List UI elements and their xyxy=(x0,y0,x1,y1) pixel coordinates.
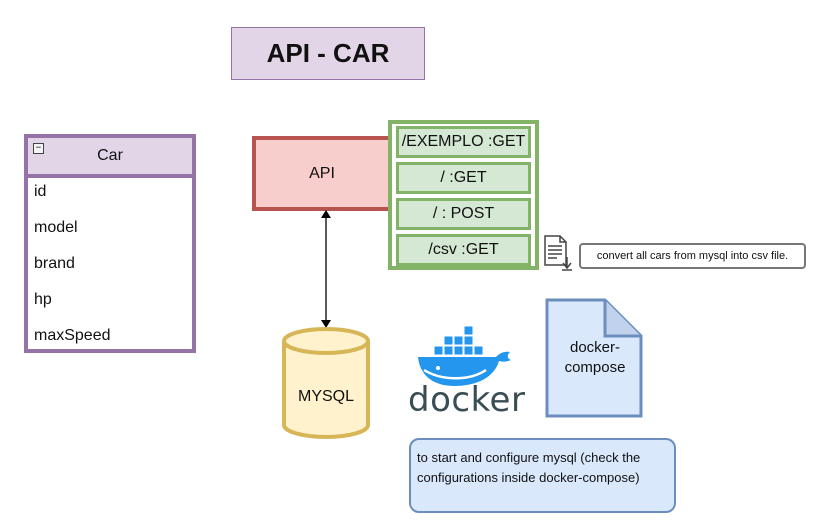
csv-note[interactable]: convert all cars from mysql into csv fil… xyxy=(579,243,806,269)
endpoint-label: /EXEMPLO :GET xyxy=(401,133,526,150)
csv-file-download-icon xyxy=(544,235,572,271)
docker-compose-document[interactable] xyxy=(545,298,644,418)
class-name: Car xyxy=(97,147,123,164)
class-header[interactable]: − Car xyxy=(28,138,192,178)
mysql-database-cylinder[interactable] xyxy=(280,325,372,441)
endpoints-group[interactable]: /EXEMPLO :GET / :GET / : POST /csv :GET xyxy=(388,120,539,270)
collapse-icon[interactable]: − xyxy=(33,143,44,154)
api-label: API xyxy=(309,164,335,182)
class-attribute: hp xyxy=(34,291,52,308)
docker-note[interactable]: to start and configure mysql (check the … xyxy=(409,438,676,513)
csv-note-text: convert all cars from mysql into csv fil… xyxy=(596,250,789,262)
endpoint-item[interactable]: / :GET xyxy=(396,162,531,194)
endpoint-item[interactable]: / : POST xyxy=(396,198,531,230)
class-attribute: id xyxy=(34,183,47,200)
mysql-label: MYSQL xyxy=(297,388,354,405)
docker-note-text: to start and configure mysql (check the … xyxy=(417,450,641,485)
docker-logo-text: docker xyxy=(408,380,526,420)
endpoint-label: /csv :GET xyxy=(428,241,499,258)
api-box[interactable]: API xyxy=(252,136,392,211)
endpoint-item[interactable]: /csv :GET xyxy=(396,234,531,266)
page-title: API - CAR xyxy=(231,27,425,80)
class-attribute: model xyxy=(34,219,78,236)
endpoint-item[interactable]: /EXEMPLO :GET xyxy=(396,126,531,158)
endpoint-label: / :GET xyxy=(440,169,487,186)
docker-compose-label-text: docker- compose xyxy=(564,339,626,376)
api-mysql-connector[interactable] xyxy=(316,208,336,330)
endpoint-label: / : POST xyxy=(432,205,495,222)
car-class-box[interactable]: − Car id model brand hp maxSpeed xyxy=(24,134,196,353)
docker-compose-label: docker- compose xyxy=(548,338,642,378)
class-attribute: brand xyxy=(34,255,75,272)
docker-whale-icon xyxy=(418,325,511,386)
class-attribute: maxSpeed xyxy=(34,327,111,344)
